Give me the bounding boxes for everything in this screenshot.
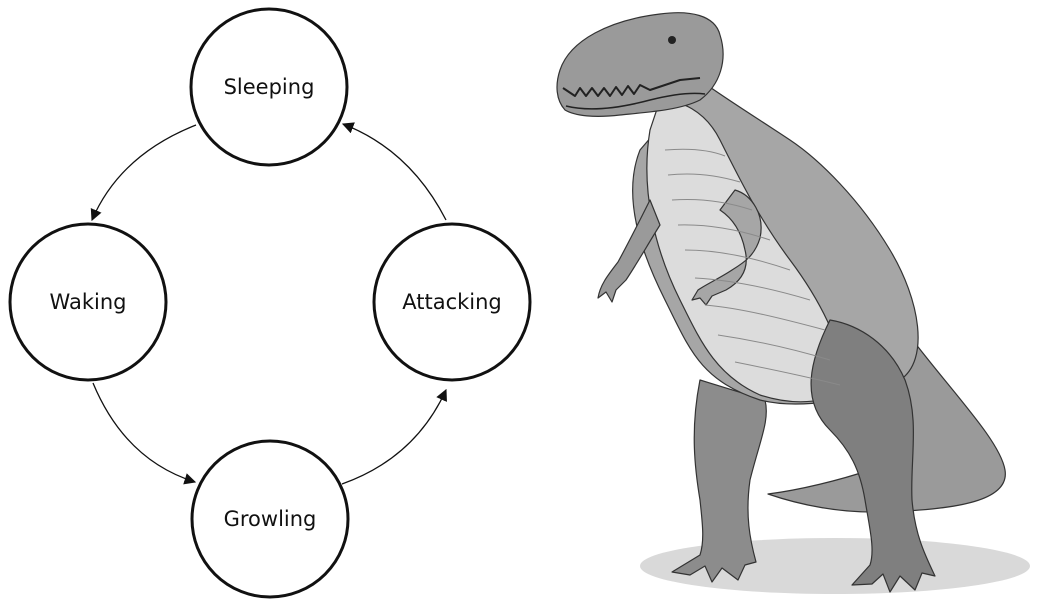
state-circle bbox=[190, 439, 350, 599]
dinosaur-near-leg bbox=[810, 319, 936, 593]
dinosaur-left-arm bbox=[597, 199, 661, 303]
transition-growling-to-attacking bbox=[341, 388, 447, 485]
transition-sleeping-to-waking bbox=[90, 124, 197, 222]
dinosaur-stripes bbox=[664, 148, 841, 386]
state-waking: Waking bbox=[8, 222, 168, 382]
state-circle bbox=[189, 7, 349, 167]
transition-waking-to-growling bbox=[92, 382, 197, 485]
dinosaur-eye bbox=[668, 36, 676, 44]
state-diagram: Sleeping Waking Growling Attacking bbox=[8, 7, 532, 599]
dinosaur-far-leg bbox=[671, 379, 767, 583]
state-label-waking: Waking bbox=[50, 290, 127, 314]
state-label-attacking: Attacking bbox=[402, 290, 502, 314]
state-circle bbox=[8, 222, 168, 382]
state-label-sleeping: Sleeping bbox=[224, 75, 315, 99]
state-sleeping: Sleeping bbox=[189, 7, 349, 167]
dinosaur-illustration bbox=[556, 12, 1030, 594]
dinosaur-head bbox=[556, 12, 724, 117]
dinosaur-right-arm bbox=[691, 189, 762, 306]
state-growling: Growling bbox=[190, 439, 350, 599]
state-attacking: Attacking bbox=[372, 222, 532, 382]
dinosaur-jaw bbox=[562, 77, 701, 97]
state-circle bbox=[372, 222, 532, 382]
dinosaur-lower-jaw bbox=[565, 92, 706, 110]
state-label-growling: Growling bbox=[224, 507, 317, 531]
transition-attacking-to-sleeping bbox=[341, 122, 447, 221]
